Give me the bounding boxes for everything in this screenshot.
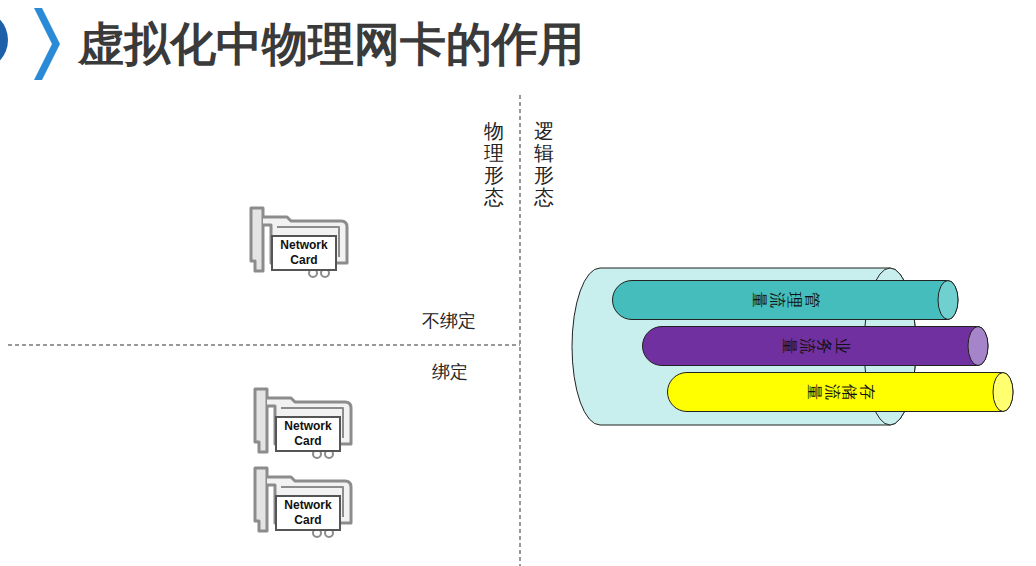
network-card: Network Card	[251, 465, 359, 539]
divider-vertical	[520, 95, 521, 566]
pipe-end	[938, 281, 958, 320]
card-bracket	[255, 389, 267, 452]
pipe-label: 管理流量	[750, 292, 820, 308]
card-label: Network Card	[275, 495, 341, 531]
card-bracket	[255, 468, 267, 531]
traffic-pipe: 业务流量	[642, 326, 989, 366]
pipe-label: 存储流量	[805, 384, 875, 400]
title-chevron	[34, 8, 60, 80]
pipe-end	[968, 327, 988, 366]
form-label: 逻辑形态	[534, 120, 554, 208]
card-bracket	[251, 208, 263, 271]
card-label: Network Card	[275, 416, 341, 452]
pipe-body	[643, 327, 988, 366]
network-card: Network Card	[247, 205, 355, 279]
card-label: Network Card	[271, 235, 337, 271]
pipe-end	[993, 373, 1013, 412]
bond-label: 绑定	[432, 360, 468, 384]
pipe-label: 业务流量	[780, 338, 850, 354]
title-badge	[0, 10, 8, 70]
network-card: Network Card	[251, 386, 359, 460]
pipe-body	[668, 373, 1013, 412]
page-title: 虚拟化中物理网卡的作用	[78, 14, 584, 76]
form-label: 物理形态	[484, 120, 504, 208]
traffic-pipe: 存储流量	[667, 372, 1014, 412]
pipe-body	[613, 281, 958, 320]
divider-horizontal	[8, 345, 520, 346]
bond-label: 不绑定	[422, 309, 476, 333]
traffic-pipe: 管理流量	[612, 280, 959, 320]
